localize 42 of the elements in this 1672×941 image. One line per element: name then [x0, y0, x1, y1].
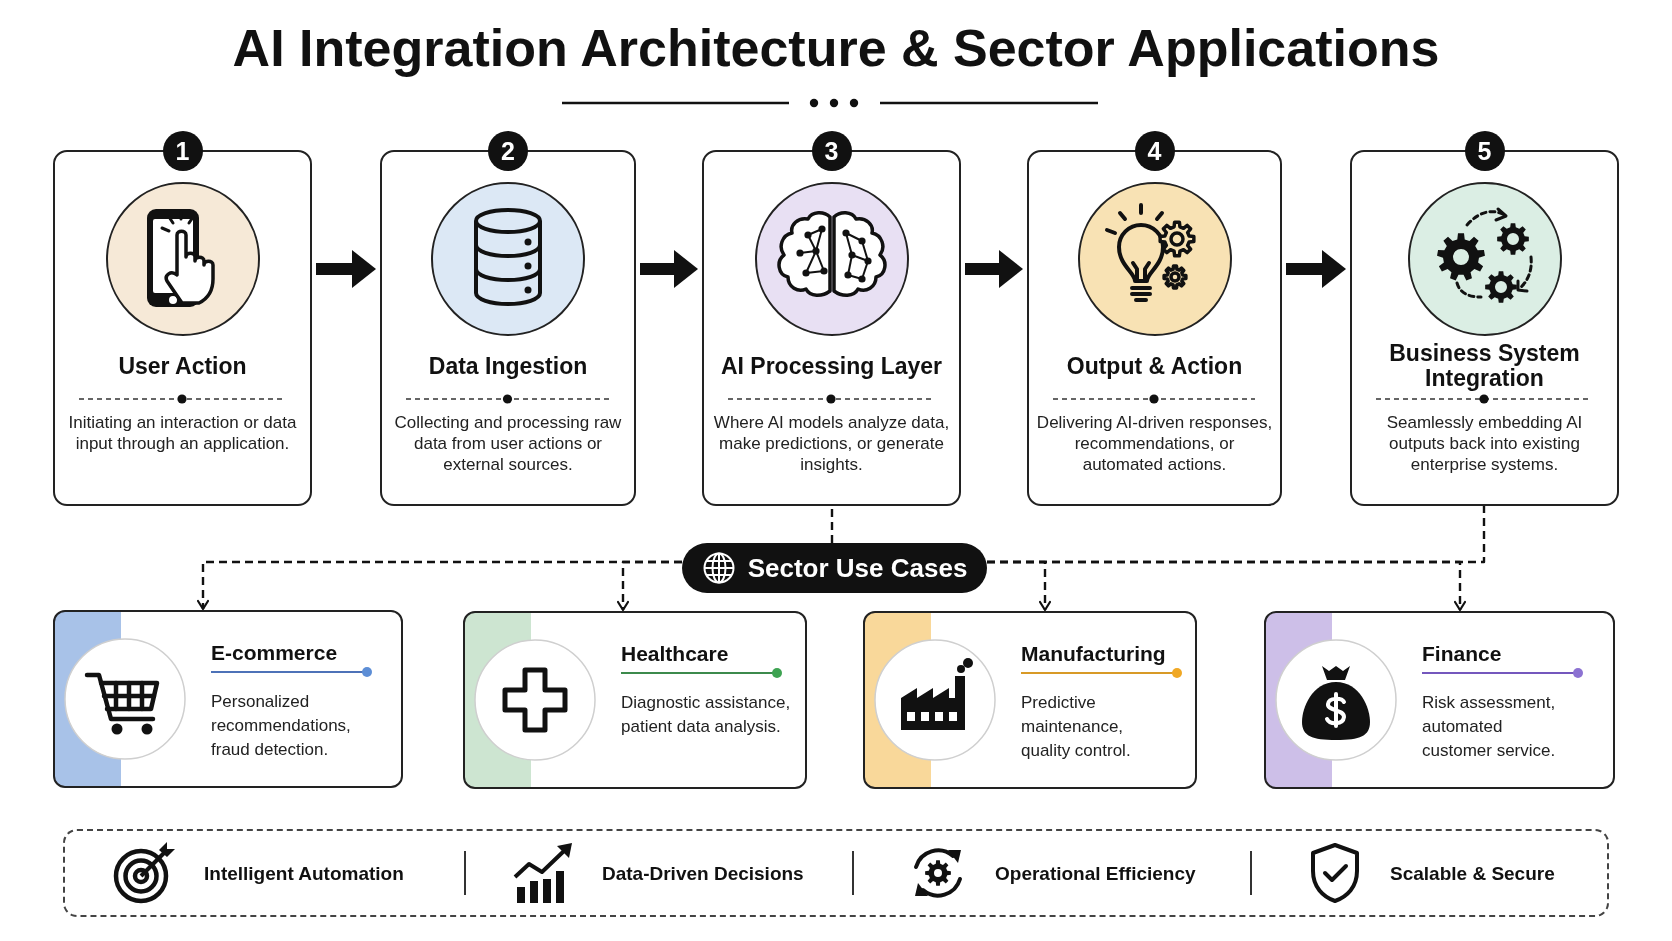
sector-description: Personalized recommendations, fraud detection.: [211, 691, 352, 761]
title: AI Integration Architecture & Sector Applications: [232, 18, 1440, 79]
step-number: 5: [1464, 131, 1505, 171]
step-number: 4: [1134, 131, 1175, 171]
sector-description: Predictive maintenance, quality control.: [1021, 692, 1132, 762]
dashed-arrow: [987, 560, 1467, 612]
benefits-bar: [63, 829, 1609, 917]
step-description: Initiating an interaction or data input through an application.: [67, 412, 298, 454]
thick-arrow: [316, 250, 376, 288]
step-number: 2: [488, 131, 528, 171]
thick-arrow: [640, 250, 698, 288]
sector-title: E-commerce: [211, 640, 338, 666]
thick-arrow: [1286, 250, 1346, 288]
dashed-line: [830, 506, 834, 543]
sector-card: [53, 610, 403, 788]
step-title: Data Ingestion: [428, 353, 588, 379]
step-number: 1: [162, 131, 203, 171]
step-description: Seamlessly embedding AI outputs back into existing enterprise systems.: [1385, 412, 1584, 475]
step-title: Business System Integration: [1388, 341, 1581, 391]
step-title: Output & Action: [1066, 353, 1243, 379]
step-title: AI Processing Layer: [720, 353, 943, 379]
feature-label: Operational Efficiency: [995, 862, 1196, 886]
sector-description: Risk assessment, automated customer service.: [1422, 692, 1557, 762]
sector-card: [1264, 611, 1615, 789]
sector-title: Healthcare: [621, 641, 729, 667]
sector-description: Diagnostic assistance, patient data analysis.: [621, 692, 792, 738]
pill-label: Sector Use Cases: [747, 553, 968, 583]
sector-title: Finance: [1422, 641, 1502, 667]
step-description: Delivering AI-driven responses, recommendations, or automated actions.: [1035, 412, 1274, 475]
dashed-arrow: [616, 560, 682, 612]
feature-label: Intelligent Automation: [204, 862, 404, 886]
feature-label: Scalable & Secure: [1390, 862, 1555, 886]
step-title: User Action: [118, 353, 247, 379]
sector-title: Manufacturing: [1021, 641, 1166, 667]
category-pill: [682, 543, 987, 593]
thick-arrow: [965, 250, 1023, 288]
step-number: 3: [811, 131, 852, 171]
sector-card: [463, 611, 807, 789]
feature-label: Data-Driven Decisions: [602, 862, 804, 886]
sector-card: [863, 611, 1197, 789]
step-description: Collecting and processing raw data from user actions or external sources.: [393, 412, 623, 475]
step-description: Where AI models analyze data, make predictions, or generate insights.: [712, 412, 951, 475]
